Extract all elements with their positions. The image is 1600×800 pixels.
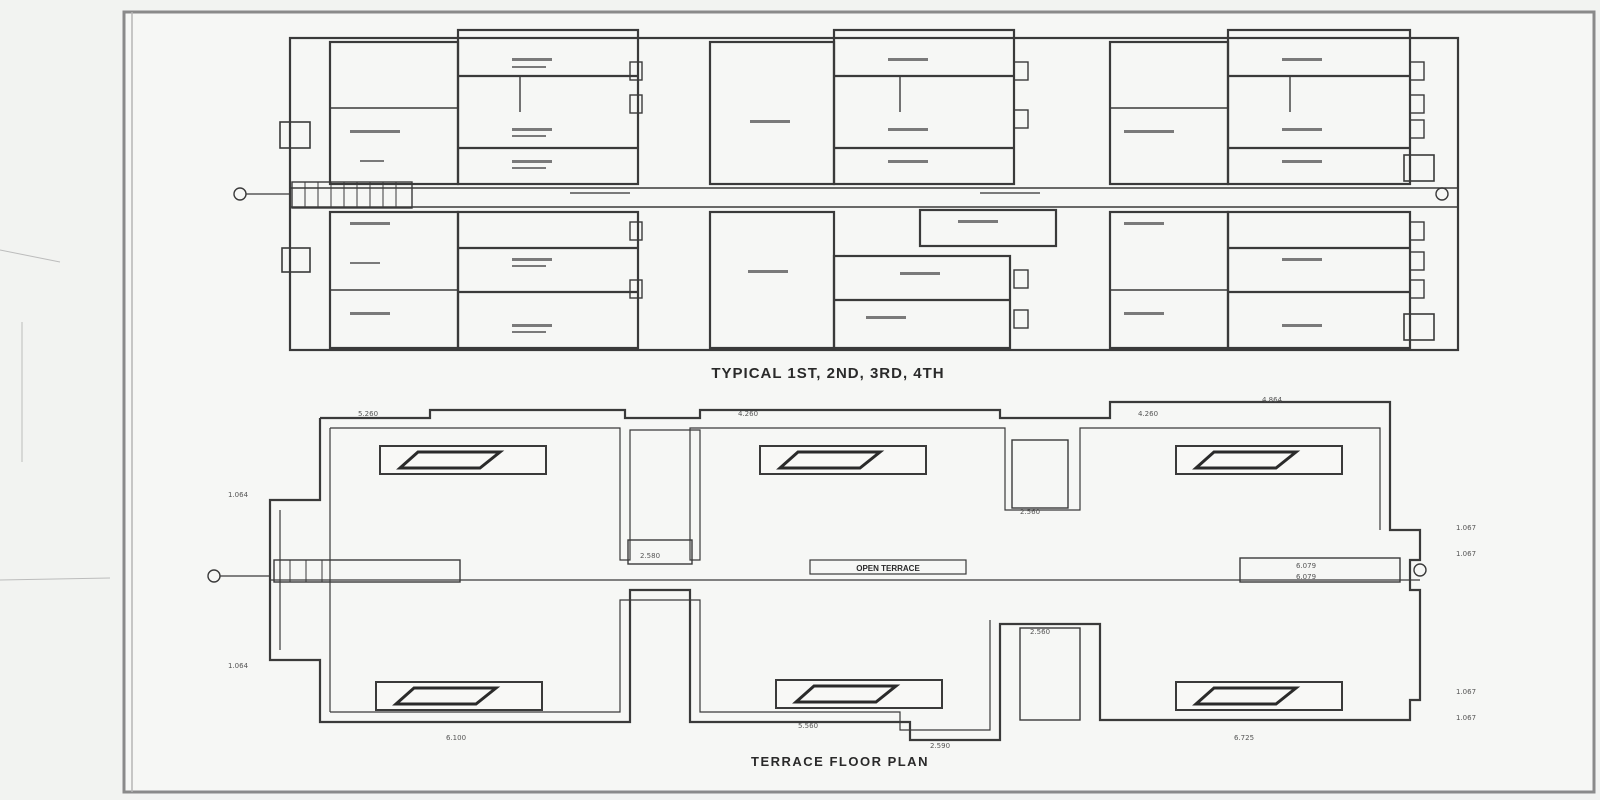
dim-right-a: 1.067 bbox=[1456, 524, 1476, 532]
dim-left-top: 1.064 bbox=[228, 491, 249, 499]
terrace-dimensions: 1.064 1.064 5.260 4.260 4.260 4.864 1.06… bbox=[228, 396, 1476, 750]
typical-floor-title: TYPICAL 1ST, 2ND, 3RD, 4TH bbox=[711, 365, 944, 382]
dim-bottom-d: 6.725 bbox=[1234, 734, 1254, 742]
dim-bottom-b: 5.560 bbox=[798, 722, 818, 730]
dim-top-d: 4.864 bbox=[1262, 396, 1283, 404]
dim-inner-b: 2.560 bbox=[1030, 628, 1050, 636]
dim-mid-b: 6.079 bbox=[1296, 573, 1316, 581]
terrace-floor-plan bbox=[207, 400, 1427, 742]
dim-right-c: 1.067 bbox=[1456, 688, 1476, 696]
terrace-blocks bbox=[375, 445, 1343, 711]
dim-bottom-a: 6.100 bbox=[446, 734, 466, 742]
dim-bottom-c: 2.590 bbox=[930, 742, 950, 750]
dim-inner-a: 2.560 bbox=[1020, 508, 1040, 516]
dim-top-b: 4.260 bbox=[738, 410, 758, 418]
dim-top-a: 5.260 bbox=[358, 410, 378, 418]
terrace-floor-title: TERRACE FLOOR PLAN bbox=[751, 754, 929, 769]
left-margin-marks bbox=[0, 249, 111, 581]
typical-floor-plan bbox=[233, 28, 1460, 352]
dim-right-b: 1.067 bbox=[1456, 550, 1476, 558]
dim-top-c: 4.260 bbox=[1138, 410, 1158, 418]
dim-mid-a: 6.079 bbox=[1296, 562, 1316, 570]
dim-left-bottom: 1.064 bbox=[228, 662, 249, 670]
open-terrace-label: OPEN TERRACE bbox=[856, 564, 920, 573]
open-terrace-tag: OPEN TERRACE bbox=[809, 559, 967, 575]
room-tags bbox=[350, 58, 1322, 333]
dim-inner-c: 2.580 bbox=[640, 552, 660, 560]
dim-right-d: 1.067 bbox=[1456, 714, 1476, 722]
